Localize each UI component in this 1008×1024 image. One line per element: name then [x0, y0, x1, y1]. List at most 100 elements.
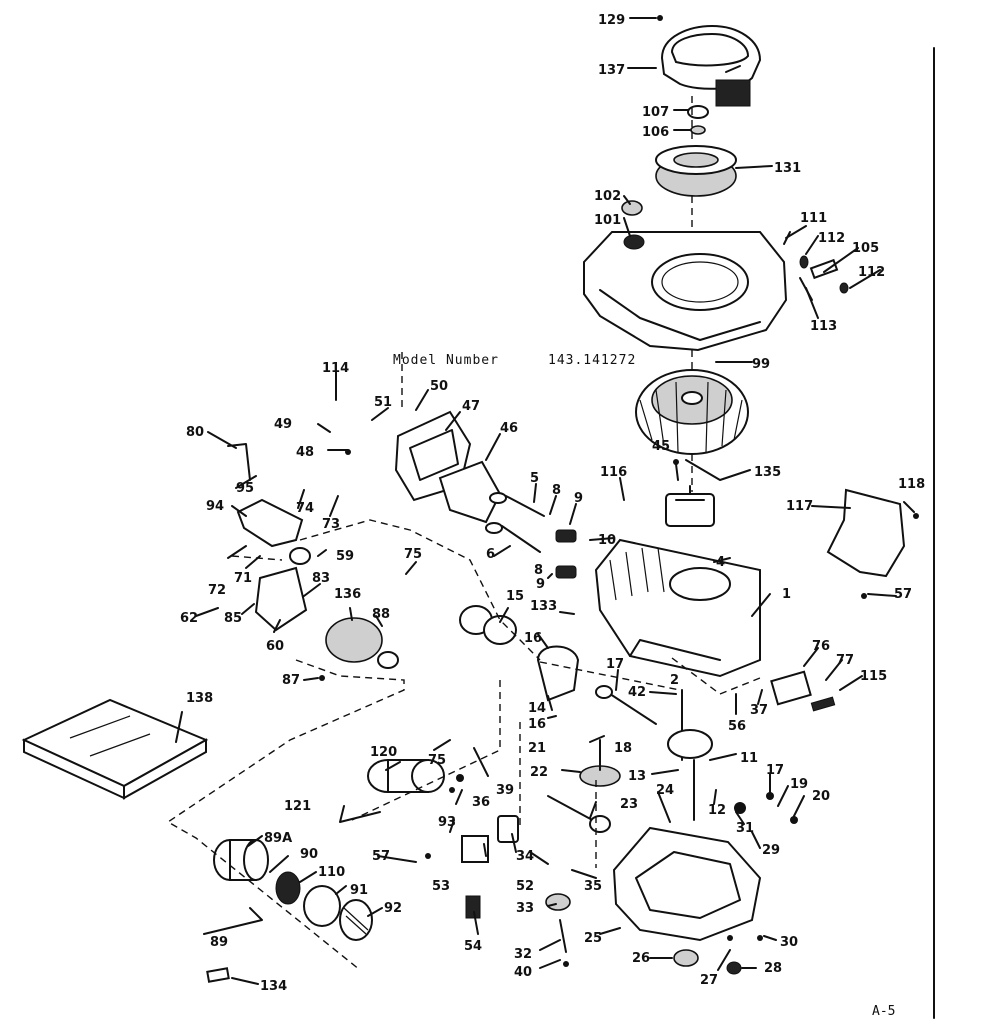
- callout-label: 34: [516, 849, 534, 864]
- callout-label: 14: [528, 701, 546, 716]
- callout-label: 116: [600, 465, 627, 480]
- callout-label: 88: [372, 607, 390, 622]
- callout-label: 25: [584, 931, 602, 946]
- callout-label: 71: [234, 571, 252, 586]
- callout-label: 15: [506, 589, 524, 604]
- knob-102: [621, 200, 643, 216]
- callout-label: 4: [716, 555, 725, 570]
- gasket-52: [497, 815, 519, 843]
- callout-label: 5: [530, 471, 539, 486]
- callout-label: 73: [322, 517, 340, 532]
- ignition-module: [665, 485, 715, 527]
- callout-label: 10: [598, 533, 616, 548]
- callout-label: 50: [430, 379, 448, 394]
- model-number: 143.141272: [548, 353, 636, 368]
- air-filter-131: [655, 145, 737, 197]
- callout-label: 42: [628, 685, 646, 700]
- callout-label: 16: [524, 631, 542, 646]
- part-26: [673, 949, 699, 967]
- callout-label: 129: [598, 13, 625, 28]
- carburetor-60: [254, 547, 311, 632]
- callout-label: 36: [472, 795, 490, 810]
- connecting-rod-17: [595, 685, 657, 725]
- callout-label: 13: [628, 769, 646, 784]
- callout-labels: 129 137 107 106 131 102 101 111 112 105 …: [180, 13, 925, 994]
- callout-label: 62: [180, 611, 198, 626]
- callout-label: 8: [552, 483, 561, 498]
- callout-label: 75: [428, 753, 446, 768]
- engine-cover-shroud: [583, 231, 788, 352]
- oil-pump-33: [545, 893, 571, 953]
- callout-label: 75: [404, 547, 422, 562]
- callout-label: 17: [766, 763, 784, 778]
- callout-label: 85: [224, 611, 242, 626]
- spring-54: [465, 895, 481, 919]
- callout-label: 16: [528, 717, 546, 732]
- muffler-2: [536, 645, 580, 702]
- callout-label: 93: [438, 815, 456, 830]
- callout-label: 21: [528, 741, 546, 756]
- washer-106: [690, 125, 706, 135]
- callout-label: 20: [812, 789, 830, 804]
- callout-label: 118: [898, 477, 925, 492]
- gasket-15: [459, 605, 517, 645]
- callout-label: 90: [300, 847, 318, 862]
- callout-label: 31: [736, 821, 754, 836]
- callout-label: 134: [260, 979, 287, 994]
- callout-label: 32: [514, 947, 532, 962]
- callout-label: 49: [274, 417, 292, 432]
- callout-label: 59: [336, 549, 354, 564]
- callout-label: 37: [750, 703, 768, 718]
- camshaft-22: [579, 739, 621, 787]
- callout-label: 46: [500, 421, 518, 436]
- callout-label: 110: [318, 865, 345, 880]
- governor-bracket-94: [227, 443, 304, 548]
- callout-label: 2: [670, 673, 679, 688]
- callout-label: 27: [700, 973, 718, 988]
- callout-label: 56: [728, 719, 746, 734]
- callout-label: 39: [496, 783, 514, 798]
- callout-label: 45: [652, 439, 670, 454]
- callout-label: 53: [432, 879, 450, 894]
- callout-label: 89: [210, 935, 228, 950]
- recoil-starter-housing: [660, 24, 762, 107]
- callout-label: 117: [786, 499, 813, 514]
- part-134: [206, 967, 230, 983]
- exhaust-valve-5: [489, 492, 545, 517]
- callout-label: 9: [574, 491, 583, 506]
- callout-label: 91: [350, 883, 368, 898]
- callout-label: 48: [296, 445, 314, 460]
- callout-label: 74: [296, 501, 314, 516]
- callout-label: 28: [764, 961, 782, 976]
- callout-label: 40: [514, 965, 532, 980]
- callout-label: 29: [762, 843, 780, 858]
- callout-label: 22: [530, 765, 548, 780]
- callout-label: 26: [632, 951, 650, 966]
- intake-valve-6: [485, 522, 541, 553]
- callout-label: 135: [754, 465, 781, 480]
- callout-label: 106: [642, 125, 669, 140]
- fasteners: [319, 15, 919, 967]
- knob-101-icon: [623, 234, 645, 250]
- solenoid-53: [461, 835, 489, 863]
- callout-label: 1: [782, 587, 791, 602]
- callout-label: 54: [464, 939, 482, 954]
- starter-handle-icon: [715, 79, 751, 107]
- callout-label: 94: [206, 499, 224, 514]
- callout-label: 105: [852, 241, 879, 256]
- valve-springs: [555, 529, 577, 579]
- callout-label: 83: [312, 571, 330, 586]
- callout-label: 87: [282, 673, 300, 688]
- callout-label: 138: [186, 691, 213, 706]
- callout-label: 52: [516, 879, 534, 894]
- callout-label: 8: [534, 563, 543, 578]
- callout-label: 12: [708, 803, 726, 818]
- callout-label: 121: [284, 799, 311, 814]
- callout-label: 18: [614, 741, 632, 756]
- model-label: Model Number: [393, 353, 499, 368]
- callout-label: 72: [208, 583, 226, 598]
- callout-label: 60: [266, 639, 284, 654]
- callout-label: 6: [486, 547, 495, 562]
- callout-label: 131: [774, 161, 801, 176]
